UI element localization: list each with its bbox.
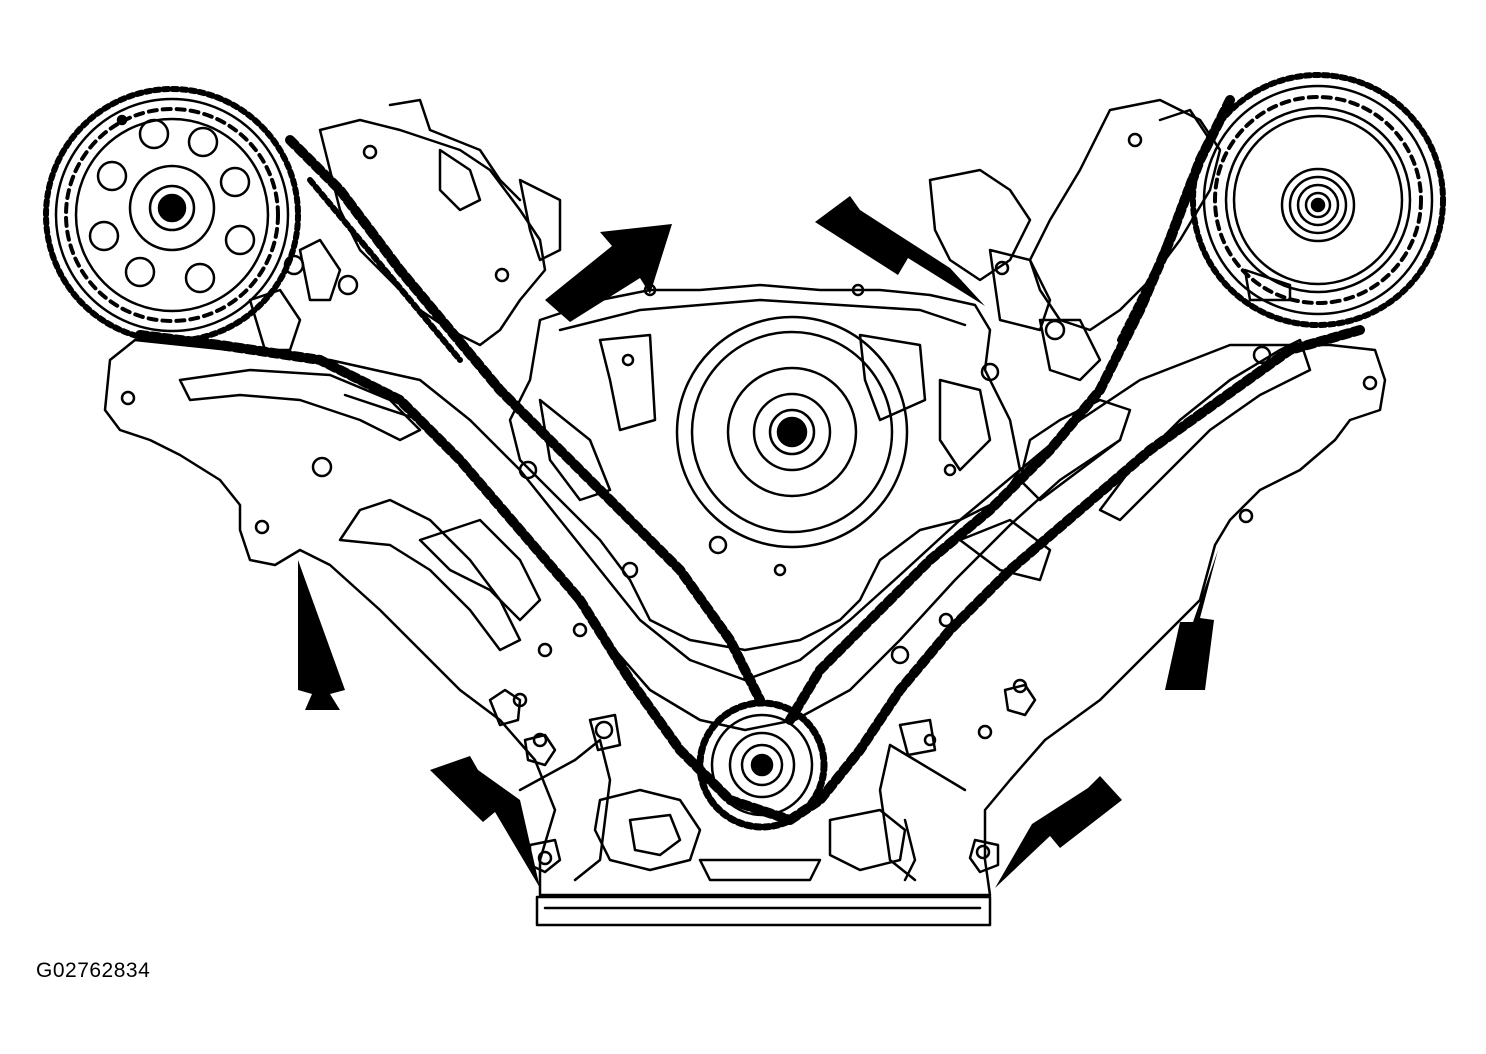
left-cylinder-head-detail	[248, 98, 562, 352]
pointer-arrows	[298, 196, 1218, 888]
right-timing-chain	[785, 95, 1365, 825]
secondary-chain-strands	[307, 177, 1193, 363]
arrow-left-upward	[298, 560, 345, 710]
bolt-holes	[120, 132, 1378, 866]
arrow-upper-center-right	[815, 196, 985, 306]
arrow-right-upward	[1165, 550, 1218, 690]
water-pump-housing	[508, 283, 1022, 652]
right-camshaft-sprocket	[1190, 72, 1446, 328]
arrow-lower-left	[430, 756, 540, 888]
chain-guides	[178, 338, 1312, 652]
crankshaft-sprocket	[696, 699, 828, 831]
right-cylinder-head-detail	[928, 98, 1222, 382]
left-camshaft-sprocket	[43, 86, 301, 344]
left-timing-chain	[135, 135, 795, 825]
figure-id-label: G02762834	[36, 959, 150, 982]
arrow-lower-right	[995, 776, 1122, 888]
water-pump-pulley	[675, 315, 909, 549]
oil-pump-assembly	[588, 713, 937, 882]
arrow-upper-center-left	[545, 224, 672, 322]
